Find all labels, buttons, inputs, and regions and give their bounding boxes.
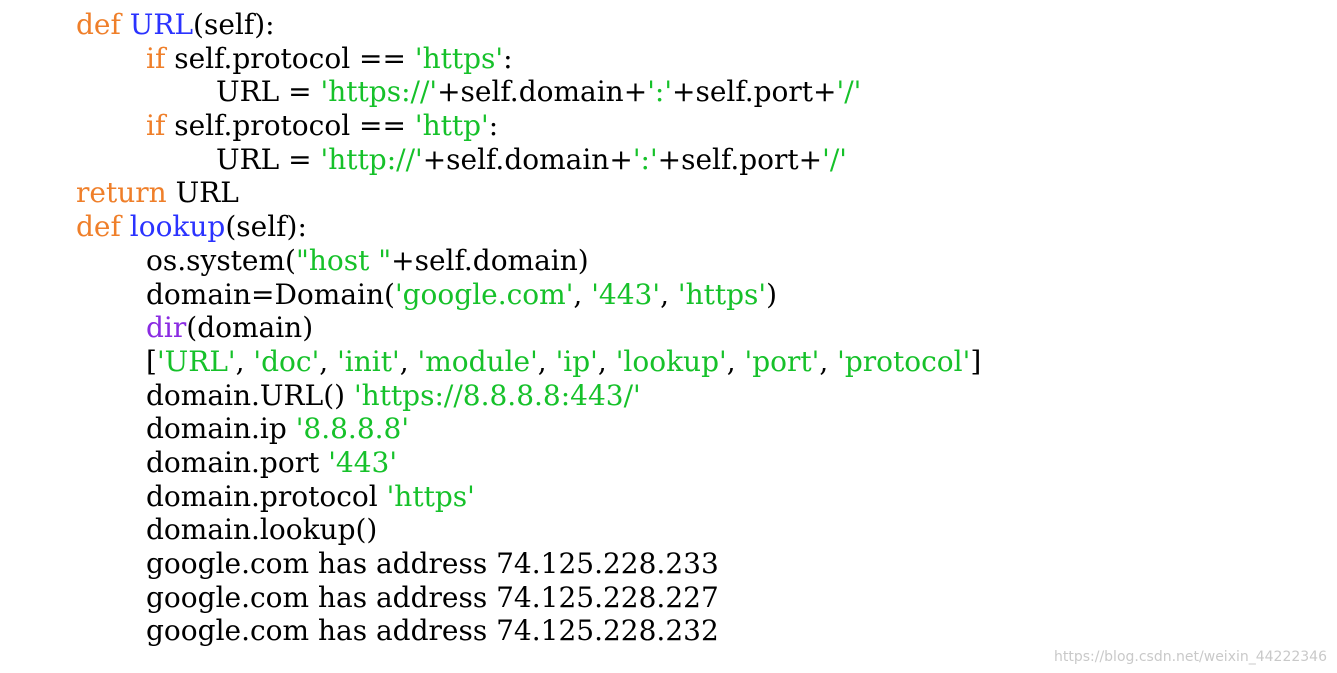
code-token-string: 'port' <box>744 344 820 378</box>
code-token-plain: , <box>235 344 254 378</box>
code-line: ['URL', 'doc', 'init', 'module', 'ip', '… <box>0 345 1337 379</box>
code-token-string: '/' <box>822 142 847 176</box>
code-token-plain: (domain) <box>186 311 314 345</box>
code-token-plain: : <box>488 109 499 143</box>
code-token-plain: , <box>573 277 592 311</box>
code-token-string: ':' <box>632 142 658 176</box>
code-line: dir(domain) <box>0 311 1337 345</box>
code-token-string: '443' <box>591 277 661 311</box>
code-token-string: 'init' <box>337 344 400 378</box>
code-token-plain: [ <box>146 344 157 378</box>
code-block: def URL(self):if self.protocol == 'https… <box>0 8 1337 648</box>
code-token-plain: (self): <box>225 210 307 244</box>
code-line: domain.lookup() <box>0 513 1337 547</box>
code-line: google.com has address 74.125.228.227 <box>0 581 1337 615</box>
code-token-string: ':' <box>647 75 673 109</box>
code-line: domain.protocol 'https' <box>0 480 1337 514</box>
code-token-string: '/' <box>836 75 862 109</box>
code-token-plain: +self.domain+ <box>437 75 648 109</box>
code-token-plain: , <box>399 344 418 378</box>
code-line: domain.URL() 'https://8.8.8.8:443/' <box>0 379 1337 413</box>
code-line: domain=Domain('google.com', '443', 'http… <box>0 278 1337 312</box>
code-token-plain: ) <box>766 277 778 311</box>
code-token-plain: google.com has address 74.125.228.232 <box>146 614 719 648</box>
code-line: if self.protocol == 'https': <box>0 42 1337 76</box>
code-line: domain.port '443' <box>0 446 1337 480</box>
code-line: google.com has address 74.125.228.232 <box>0 614 1337 648</box>
code-token-string: 'google.com' <box>394 277 574 311</box>
code-token-plain: , <box>726 344 745 378</box>
code-token-plain: URL <box>175 176 239 210</box>
code-line: domain.ip '8.8.8.8' <box>0 412 1337 446</box>
code-token-string: 'module' <box>417 344 538 378</box>
code-line: return URL <box>0 176 1337 210</box>
code-token-string: 'doc' <box>253 344 320 378</box>
code-token-plain: domain=Domain( <box>146 277 395 311</box>
code-line: google.com has address 74.125.228.233 <box>0 547 1337 581</box>
code-token-plain: os.system( <box>146 243 296 277</box>
code-token-string: 'lookup' <box>615 344 727 378</box>
code-token-string: 'https' <box>677 277 767 311</box>
code-token-plain: +self.domain+ <box>422 142 633 176</box>
code-token-string: 'https://' <box>320 75 438 109</box>
code-token-func: URL <box>129 8 194 41</box>
code-token-plain: self.protocol == <box>174 41 415 75</box>
code-token-keyword: def <box>76 210 130 244</box>
code-token-string: '8.8.8.8' <box>295 412 410 446</box>
code-line: def URL(self): <box>0 8 1337 42</box>
code-token-plain: , <box>537 344 556 378</box>
code-token-string: 'http' <box>414 109 489 143</box>
code-token-plain: , <box>660 277 678 311</box>
code-token-plain: +self.port+ <box>672 75 837 109</box>
code-token-string: "host " <box>295 243 392 277</box>
code-token-plain: +self.domain) <box>391 243 589 277</box>
watermark: https://blog.csdn.net/weixin_44222346 <box>1053 649 1327 665</box>
code-token-string: '443' <box>328 445 398 479</box>
code-token-string: 'https://8.8.8.8:443/' <box>353 378 641 412</box>
code-token-keyword: if <box>146 41 175 75</box>
code-line: URL = 'https://'+self.domain+':'+self.po… <box>0 75 1337 109</box>
code-token-builtin: dir <box>146 311 187 345</box>
code-token-plain: URL = <box>216 75 321 109</box>
code-token-keyword: if <box>146 109 175 143</box>
code-token-string: 'https' <box>414 41 504 75</box>
code-token-plain: ] <box>970 344 982 378</box>
code-token-string: 'ip' <box>555 344 598 378</box>
code-token-string: 'protocol' <box>837 344 971 378</box>
code-token-plain: URL = <box>216 142 321 176</box>
code-token-plain: domain.lookup() <box>146 513 378 547</box>
code-token-plain: , <box>319 344 338 378</box>
code-token-plain: domain.port <box>146 445 329 479</box>
code-token-string: 'https' <box>386 479 475 513</box>
code-token-plain: domain.ip <box>146 412 296 446</box>
code-line: os.system("host "+self.domain) <box>0 244 1337 278</box>
code-line: URL = 'http://'+self.domain+':'+self.por… <box>0 143 1337 177</box>
code-token-plain: self.protocol == <box>174 109 415 143</box>
code-line: if self.protocol == 'http': <box>0 109 1337 143</box>
code-token-plain: , <box>819 344 838 378</box>
code-token-func: lookup <box>129 210 226 244</box>
code-token-plain: , <box>597 344 616 378</box>
code-token-plain: domain.URL() <box>146 378 354 412</box>
code-token-plain: google.com has address 74.125.228.233 <box>146 547 719 580</box>
code-line: def lookup(self): <box>0 210 1337 244</box>
code-token-string: 'URL' <box>156 344 236 378</box>
code-token-keyword: return <box>76 176 176 210</box>
code-token-plain: domain.protocol <box>146 479 387 513</box>
code-token-plain: +self.port+ <box>657 142 823 176</box>
code-token-plain: : <box>503 41 513 75</box>
code-token-plain: (self): <box>193 8 275 41</box>
code-token-string: 'http://' <box>320 142 423 176</box>
code-token-keyword: def <box>76 8 130 41</box>
code-token-plain: google.com has address 74.125.228.227 <box>146 580 719 614</box>
